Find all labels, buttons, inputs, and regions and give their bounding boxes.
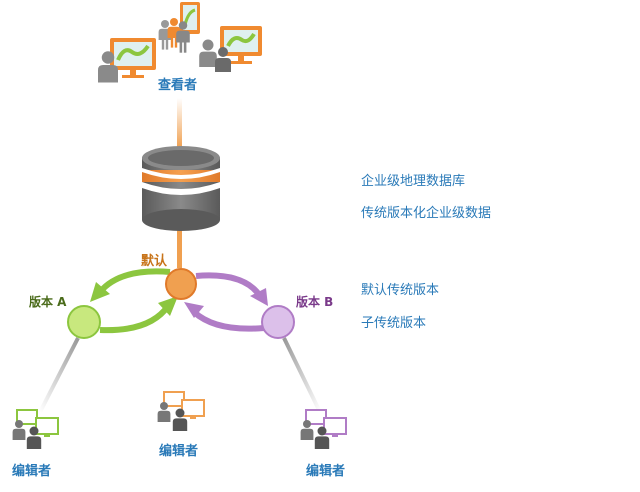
database-label: 企业级地理数据库 (361, 174, 466, 189)
version-arrows (90, 268, 268, 334)
editor-center-label: 编辑者 (159, 444, 199, 459)
arrow-a-to-default (99, 304, 171, 334)
computer-icon (305, 409, 347, 437)
person-icon (199, 39, 217, 67)
db-default-connector (177, 228, 182, 268)
computer-icon (163, 391, 205, 419)
version-a-label: 版本 A (29, 295, 67, 309)
version-b-label: 版本 B (296, 295, 334, 309)
editor-right-connector (282, 337, 322, 413)
viewers-label: 查看者 (158, 78, 198, 93)
database-icon (142, 146, 220, 231)
map-monitor-icon (220, 26, 262, 64)
map-monitor-icon (110, 38, 156, 78)
editor-right-label: 编辑者 (306, 464, 346, 479)
editor-left-label: 编辑者 (12, 464, 52, 479)
version-b-node (261, 305, 295, 339)
editor-left-group (12, 409, 59, 449)
editor-right-group (300, 409, 347, 449)
versioned-data-label: 传统版本化企业级数据 (361, 206, 492, 221)
version-a-node (67, 305, 101, 339)
legend-default-label: 默认传统版本 (361, 283, 440, 298)
legend-child-label: 子传统版本 (361, 316, 427, 331)
arrow-b-to-default (191, 309, 265, 332)
computer-icon (16, 409, 59, 437)
arrow-default-to-b (195, 272, 263, 298)
editor-left-connector (38, 337, 80, 413)
default-version-node (165, 268, 197, 300)
viewers-group (98, 2, 262, 83)
viewer-db-connector (177, 98, 182, 148)
editor-center-group (157, 391, 205, 431)
person-icon (176, 21, 190, 53)
arrow-default-to-a (97, 268, 171, 295)
default-version-label: 默认 (141, 254, 168, 269)
person-icon (158, 20, 172, 50)
person-icon (167, 18, 181, 48)
